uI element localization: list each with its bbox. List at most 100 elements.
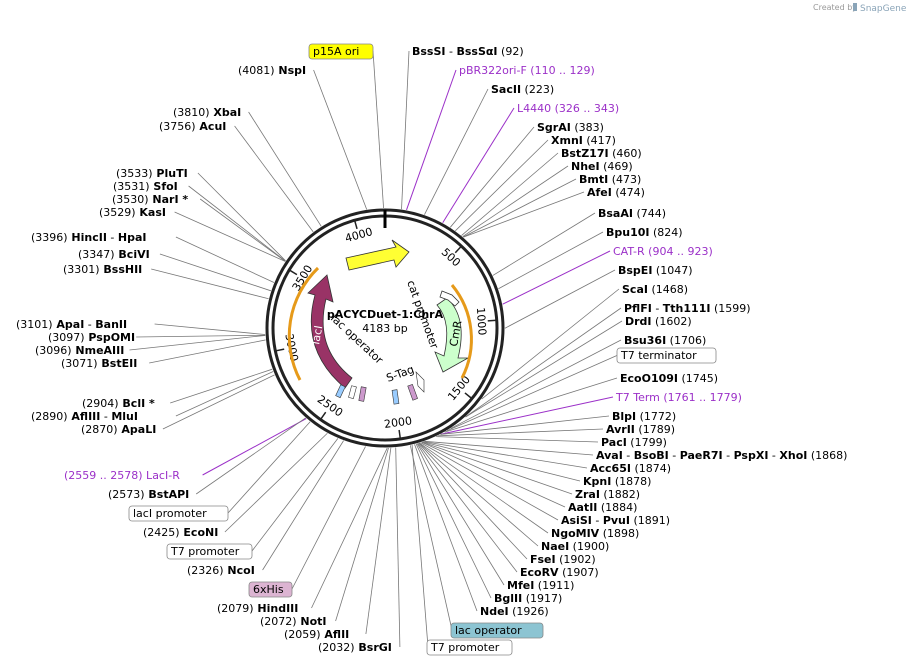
map-label[interactable]: BstZ17I (460) <box>561 147 642 160</box>
map-label[interactable]: (2890) AflIII - MluI <box>31 410 138 423</box>
label-part: Tth111I <box>663 302 711 315</box>
map-label[interactable]: (3096) NmeAIII <box>35 344 124 357</box>
map-label[interactable]: FseI (1902) <box>530 553 596 566</box>
map-label[interactable]: lac operator <box>450 622 544 639</box>
map-label[interactable]: (3810) XbaI <box>173 106 241 119</box>
label-part: - <box>107 231 118 244</box>
map-label[interactable]: NgoMIV (1898) <box>551 527 639 540</box>
map-label[interactable]: BglII (1917) <box>494 592 562 605</box>
site-label: DrdI (1602) <box>625 315 692 328</box>
leader-line <box>149 339 266 364</box>
map-label[interactable]: (3101) ApaI - BanII <box>16 318 127 331</box>
map-label[interactable]: (3071) BstEII <box>61 357 137 370</box>
feature-cat-promoter-arrow[interactable] <box>439 290 460 307</box>
feature-lac-operator-box[interactable] <box>335 384 346 399</box>
map-label[interactable]: (3301) BssHII <box>63 263 142 276</box>
label-part: T7 promoter <box>170 545 240 558</box>
label-part: - <box>446 45 457 58</box>
map-label[interactable]: ZraI (1882) <box>575 488 640 501</box>
map-label[interactable]: EcoRV (1907) <box>520 566 599 579</box>
snapgene-logo-icon <box>853 3 857 11</box>
map-label[interactable]: (3097) PspOMI <box>48 331 135 344</box>
map-label[interactable]: (2870) ApaLI <box>81 423 156 436</box>
feature-label-box <box>450 622 544 639</box>
map-label[interactable]: T7 promoter <box>166 543 253 560</box>
map-label[interactable]: (3529) KasI <box>99 206 166 219</box>
feature-laci-arrow[interactable] <box>307 274 353 389</box>
map-label[interactable]: NaeI (1900) <box>541 540 609 553</box>
label-part: (3096) <box>35 344 72 357</box>
label-part: PacI <box>601 436 627 449</box>
map-label[interactable]: Bpu10I (824) <box>606 226 683 239</box>
map-label[interactable]: pBR322ori-F (110 .. 129) <box>459 64 595 77</box>
map-label[interactable]: (3531) SfoI <box>113 180 178 193</box>
map-label[interactable]: (2573) BstAPI <box>108 488 189 501</box>
map-label[interactable]: (2079) HindIII <box>217 602 298 615</box>
map-label[interactable]: (2032) BsrGI <box>318 641 392 654</box>
label-part: (2059) <box>284 628 321 641</box>
tick-mark <box>464 392 473 400</box>
map-label[interactable]: AfeI (474) <box>587 186 645 199</box>
map-label[interactable]: BspEI (1047) <box>618 264 693 277</box>
map-label[interactable]: PflFI - Tth111I (1599) <box>624 302 751 315</box>
map-label[interactable]: SgrAI (383) <box>537 121 604 134</box>
label-part: Acc65I <box>590 462 631 475</box>
map-label[interactable]: AatII (1884) <box>568 501 637 514</box>
map-label[interactable]: AsiSI - PvuI (1891) <box>561 514 670 527</box>
map-label[interactable]: CAT-R (904 .. 923) <box>613 245 713 258</box>
label-part: (460) <box>609 147 642 160</box>
map-label[interactable]: ScaI (1468) <box>622 283 688 296</box>
map-label[interactable]: (2059) AflII <box>284 628 349 641</box>
map-label[interactable]: (2904) BclI * <box>82 397 155 410</box>
map-label[interactable]: (3396) HincII - HpaI <box>31 231 147 244</box>
map-label[interactable]: (4081) NspI <box>238 64 306 77</box>
map-label[interactable]: (2072) NotI <box>260 615 327 628</box>
map-label[interactable]: Bsu36I (1706) <box>624 334 706 347</box>
feature-p15a-ori-arrow[interactable] <box>345 239 410 271</box>
map-label[interactable]: DrdI (1602) <box>625 315 692 328</box>
map-label[interactable]: AvaI - BsoBI - PaeR7I - PspXI - XhoI (18… <box>596 449 847 462</box>
map-label[interactable]: SacII (223) <box>491 83 554 96</box>
map-label[interactable]: (2326) NcoI <box>187 564 255 577</box>
map-label[interactable]: XmnI (417) <box>551 134 616 147</box>
feature-t7-promoter-box[interactable] <box>391 389 400 405</box>
site-label: EcoRV (1907) <box>520 566 599 579</box>
map-label[interactable]: lacI promoter <box>128 505 229 522</box>
map-label[interactable]: (3756) AcuI <box>159 120 226 133</box>
map-label[interactable]: (3533) PluTI <box>116 167 188 180</box>
feature-lacI-promoter-box[interactable] <box>348 385 357 399</box>
feature-t7-terminator-arrow[interactable] <box>415 371 425 393</box>
map-label[interactable]: 6xHis <box>248 581 293 598</box>
map-label[interactable]: T7 Term (1761 .. 1779) <box>615 391 742 404</box>
map-label[interactable]: BlpI (1772) <box>612 410 676 423</box>
feature-6xhis-box[interactable] <box>358 386 367 402</box>
map-label[interactable]: L4440 (326 .. 343) <box>517 102 619 115</box>
map-label[interactable]: (3530) NarI * <box>112 193 188 206</box>
map-label[interactable]: Acc65I (1874) <box>590 462 671 475</box>
map-label[interactable]: EcoO109I (1745) <box>620 372 718 385</box>
leader-line <box>262 440 344 571</box>
site-label: (3530) NarI * <box>112 193 188 206</box>
map-label[interactable]: AvrII (1789) <box>606 423 675 436</box>
map-label[interactable]: PacI (1799) <box>601 436 667 449</box>
feature-cmr-arrow[interactable] <box>434 297 470 373</box>
map-label[interactable]: (3347) BciVI <box>78 248 150 261</box>
leader-line <box>437 428 604 437</box>
feature-label: T7 terminator <box>620 349 697 362</box>
leader-line <box>424 440 594 456</box>
leader-line <box>422 441 581 482</box>
map-label[interactable]: p15A ori <box>308 43 374 60</box>
label-part: KasI <box>136 206 166 219</box>
map-label[interactable]: (2559 .. 2578) LacI-R <box>64 469 180 482</box>
map-label[interactable]: BmtI (473) <box>579 173 641 186</box>
map-label[interactable]: NheI (469) <box>571 160 633 173</box>
map-label[interactable]: MfeI (1911) <box>507 579 574 592</box>
map-label[interactable]: (2425) EcoNI <box>143 526 218 539</box>
map-label[interactable]: T7 promoter <box>426 639 513 656</box>
map-label[interactable]: BssSI - BssSαI (92) <box>412 45 524 58</box>
map-label[interactable]: KpnI (1878) <box>583 475 651 488</box>
feature-s-tag-box[interactable] <box>407 384 418 401</box>
map-label[interactable]: T7 terminator <box>616 347 717 364</box>
map-label[interactable]: BsaAI (744) <box>598 207 666 220</box>
map-label[interactable]: NdeI (1926) <box>480 605 549 618</box>
